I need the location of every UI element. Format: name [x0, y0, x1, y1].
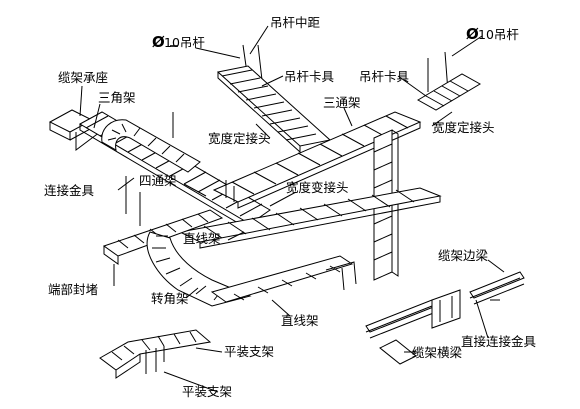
label-width-fixed-joint-right: 宽度定接头	[432, 120, 495, 135]
label-cable-tray-support: 缆架承座	[58, 70, 108, 85]
label-width-change-joint: 宽度变接头	[286, 180, 349, 195]
leader-lines	[79, 25, 505, 393]
label-tray-side-beam: 缆架边梁	[438, 248, 489, 263]
label-flat-bracket-upper: 平装支架	[224, 344, 274, 359]
beam-detail	[365, 271, 525, 365]
label-phi10-right: 10吊杆	[478, 27, 519, 42]
drop-rods	[125, 176, 235, 226]
label-triangle-bracket: 三角架	[98, 90, 136, 105]
label-flat-bracket-lower: 平装支架	[182, 384, 232, 399]
label-connection-hardware: 连接金具	[44, 183, 95, 198]
label-width-fixed-joint-left: 宽度定接头	[208, 131, 271, 146]
main-diagonal-tray	[48, 109, 271, 231]
label-tray-cross-beam: 缆架横梁	[412, 345, 463, 360]
label-hanger-spacing: 吊杆中距	[270, 15, 320, 30]
corner-tray	[146, 231, 357, 307]
lower-long-tray	[178, 187, 442, 249]
label-straight-connector: 直接连接金具	[461, 334, 537, 349]
label-straight-tray-lower: 直线架	[281, 313, 319, 328]
label-cross: 四通架	[139, 173, 177, 188]
phi-symbol-right: Ø	[466, 25, 479, 43]
label-straight-tray-upper: 直线架	[183, 231, 221, 246]
label-hanger-clamp-right: 吊杆卡具	[359, 69, 410, 84]
phi10-left-label: Ø 10吊杆	[152, 33, 205, 51]
upper-right-branch	[416, 51, 482, 111]
phi-symbol-left: Ø	[152, 33, 165, 51]
tee-to-right-tray	[212, 111, 422, 209]
label-hanger-clamp-left: 吊杆卡具	[284, 69, 335, 84]
phi10-right-label: Ø 10吊杆	[466, 25, 519, 43]
label-tee: 三通架	[323, 95, 361, 110]
upper-loop-tray	[101, 119, 201, 173]
flat-bracket-tray	[99, 329, 212, 379]
label-phi10-left: 10吊杆	[164, 35, 205, 50]
label-end-cap: 端部封堵	[48, 282, 98, 297]
label-corner: 转角架	[151, 291, 189, 306]
